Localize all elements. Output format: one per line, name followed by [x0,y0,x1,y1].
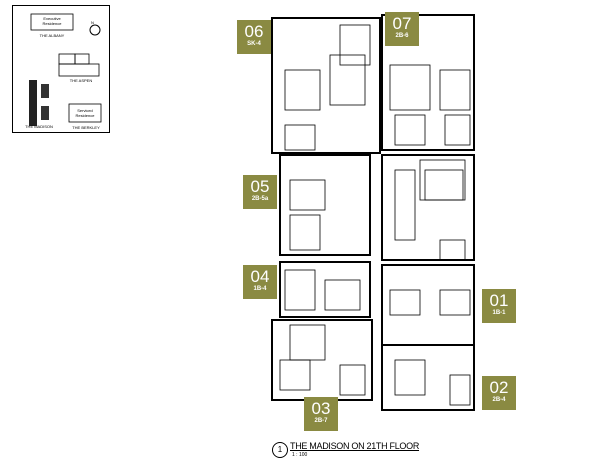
key-map-drawing [29,13,102,126]
unit-number: 03 [311,399,331,418]
aspen-name: THE ASPEN [69,78,93,83]
unit-code: 1B-1 [492,310,506,316]
berkley-name: THE BERKLEY [72,125,100,130]
unit-number: 01 [489,291,509,310]
madison-name: THE MADISON [25,124,53,129]
drawing-title: THE MADISON ON 21TH FLOOR [290,441,420,451]
unit-number: 07 [392,14,412,33]
berkley-label: Serviced Residence [75,108,95,118]
unit-code: 2B-7 [314,418,328,424]
unit-number: 06 [244,22,264,41]
drawing-scale: 1 : 100 [292,452,308,458]
unit-number: 02 [489,378,509,397]
key-map: Executive Residence THE ALBANY N THE ASP… [12,5,110,133]
albany-label: Executive Residence [42,16,62,26]
unit-code: 2B-4 [492,397,506,403]
albany-name: THE ALBANY [39,33,65,38]
unit-code: SK-4 [247,41,261,47]
north-label: N [91,20,94,25]
unit-number: 04 [250,267,270,286]
unit-code: 1B-4 [253,286,267,292]
drawing-index: 1 [272,442,288,458]
unit-code: 2B-6 [395,33,409,39]
unit-code: 2B-5a [251,196,269,202]
unit-number: 05 [250,177,270,196]
